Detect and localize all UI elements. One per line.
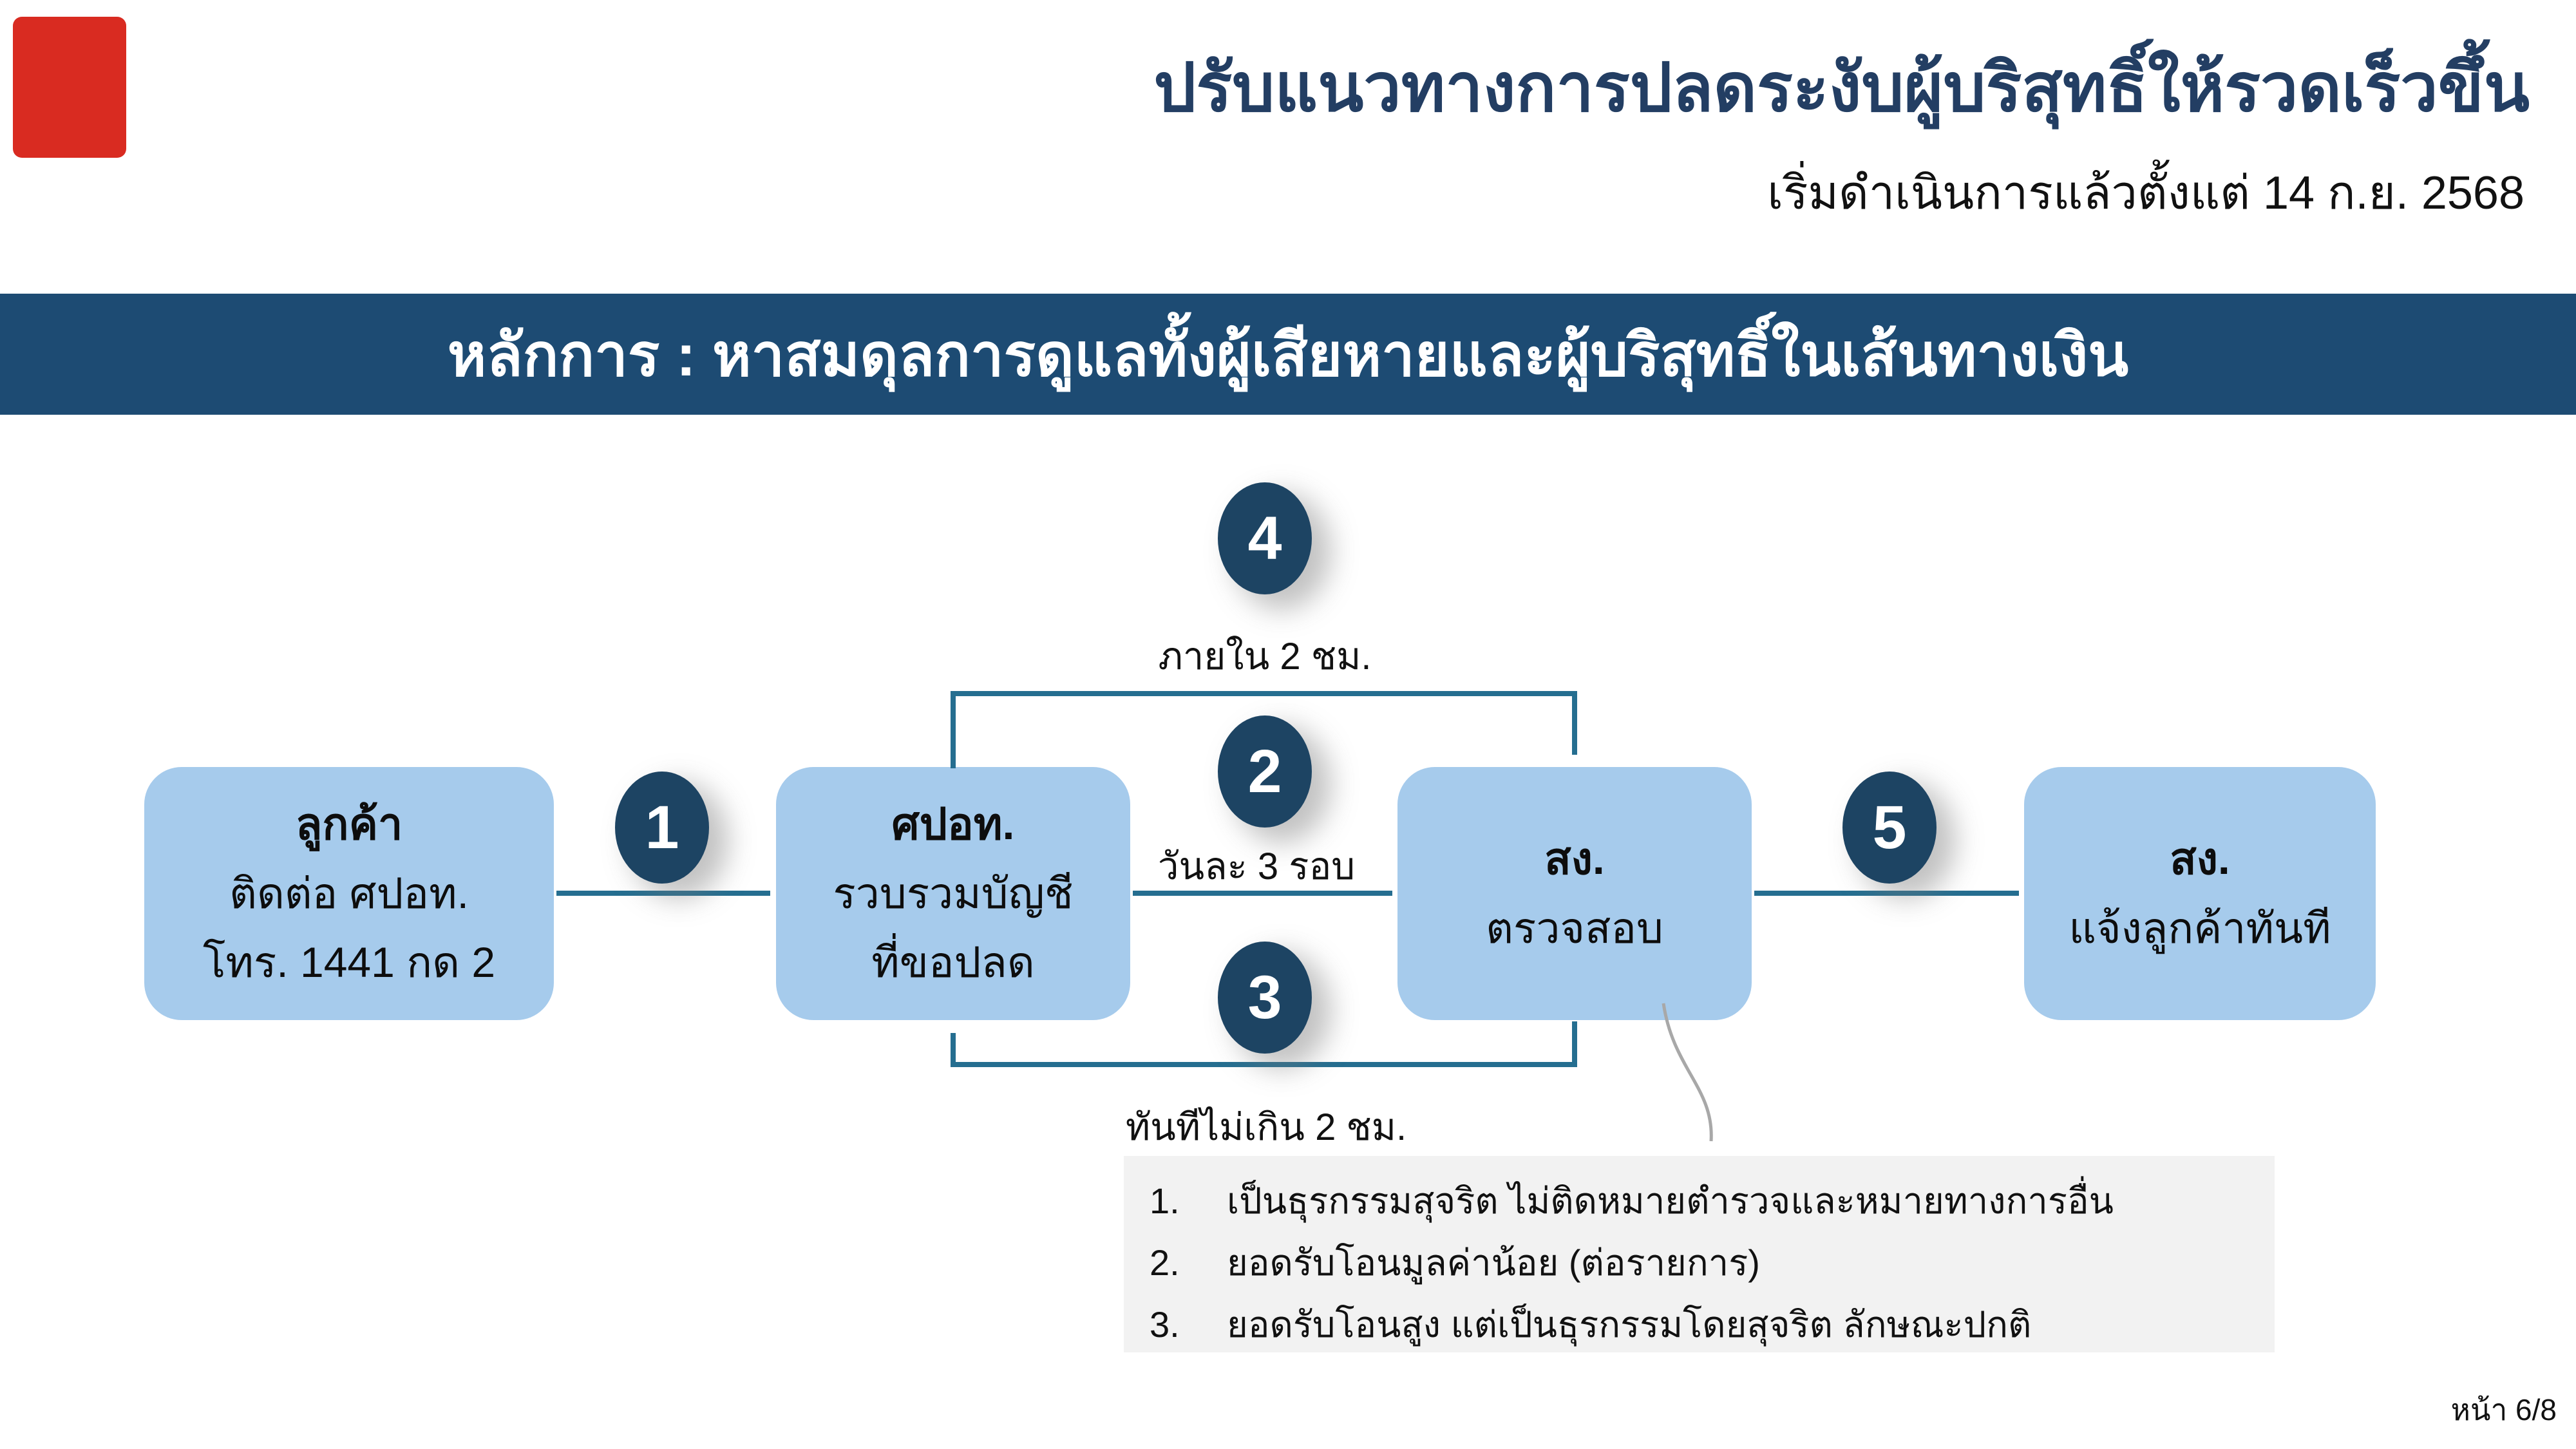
page-subtitle: เริ่มดำเนินการแล้วตั้งแต่ 14 ก.ย. 2568 — [1767, 167, 2524, 219]
list-item: 3. ยอดรับโอนสูง แต่เป็นธุรกรรมโดยสุจริต … — [1150, 1294, 2249, 1356]
arrow-step3-loop — [951, 1021, 1577, 1067]
flow-box-center-collect: ศปอท. รวบรวมบัญชี ที่ขอปลด — [776, 767, 1130, 1020]
flow-box-bank-notify: สง. แจ้งลูกค้าทันที — [2024, 767, 2376, 1020]
step-label-4: ภายใน 2 ชม. — [1158, 636, 1372, 677]
flow-box-line: ตรวจสอบ — [1486, 904, 1663, 952]
list-item-text: ยอดรับโอนสูง แต่เป็นธุรกรรมโดยสุจริต ลัก… — [1227, 1304, 2032, 1345]
flow-box-title: สง. — [2170, 834, 2230, 884]
flow-box-line: รวบรวมบัญชี — [833, 869, 1074, 917]
flow-box-customer: ลูกค้า ติดต่อ ศปอท. โทร. 1441 กด 2 — [144, 767, 554, 1020]
list-item-number: 2. — [1150, 1242, 1180, 1283]
step-circle-1: 1 — [615, 772, 709, 884]
flow-box-title: ลูกค้า — [295, 800, 403, 849]
list-item-number: 3. — [1150, 1304, 1180, 1345]
page-number: หน้า 6/8 — [2450, 1393, 2557, 1426]
step-circle-5: 5 — [1842, 772, 1937, 884]
flow-box-line: แจ้งลูกค้าทันที — [2069, 904, 2331, 952]
flow-box-bank-verify: สง. ตรวจสอบ — [1397, 767, 1752, 1020]
principle-banner: หลักการ : หาสมดุลการดูแลทั้งผู้เสียหายแล… — [0, 294, 2576, 415]
step-label-2: วันละ 3 รอบ — [1157, 846, 1356, 887]
page-title: ปรับแนวทางการปลดระงับผู้บริสุทธิ์ให้รวดเ… — [1153, 51, 2530, 126]
note-pointer-arrow — [1662, 1003, 1713, 1142]
step-label-3: ทันทีไม่เกิน 2 ชม. — [1125, 1106, 1407, 1148]
flow-box-title: สง. — [1544, 834, 1605, 884]
list-item: 1. เป็นธุรกรรมสุจริต ไม่ติดหมายตำรวจและห… — [1150, 1170, 2249, 1232]
arrow-step4-loop — [951, 691, 1577, 768]
list-item-number: 1. — [1150, 1180, 1180, 1221]
step-circle-4: 4 — [1218, 482, 1312, 594]
criteria-note-box: 1. เป็นธุรกรรมสุจริต ไม่ติดหมายตำรวจและห… — [1124, 1156, 2275, 1352]
flow-box-line: ติดต่อ ศปอท. — [229, 869, 469, 917]
step-circle-2: 2 — [1218, 715, 1312, 828]
flow-box-title: ศปอท. — [891, 800, 1015, 849]
red-square-decoration — [13, 17, 126, 158]
step-circle-3: 3 — [1218, 942, 1312, 1054]
principle-banner-text: หลักการ : หาสมดุลการดูแลทั้งผู้เสียหายแล… — [447, 322, 2129, 388]
flow-box-line: ที่ขอปลด — [871, 938, 1035, 986]
list-item-text: เป็นธุรกรรมสุจริต ไม่ติดหมายตำรวจและหมาย… — [1227, 1180, 2114, 1221]
flow-box-line: โทร. 1441 กด 2 — [202, 938, 496, 986]
list-item-text: ยอดรับโอนมูลค่าน้อย (ต่อรายการ) — [1227, 1242, 1760, 1283]
list-item: 2. ยอดรับโอนมูลค่าน้อย (ต่อรายการ) — [1150, 1232, 2249, 1294]
